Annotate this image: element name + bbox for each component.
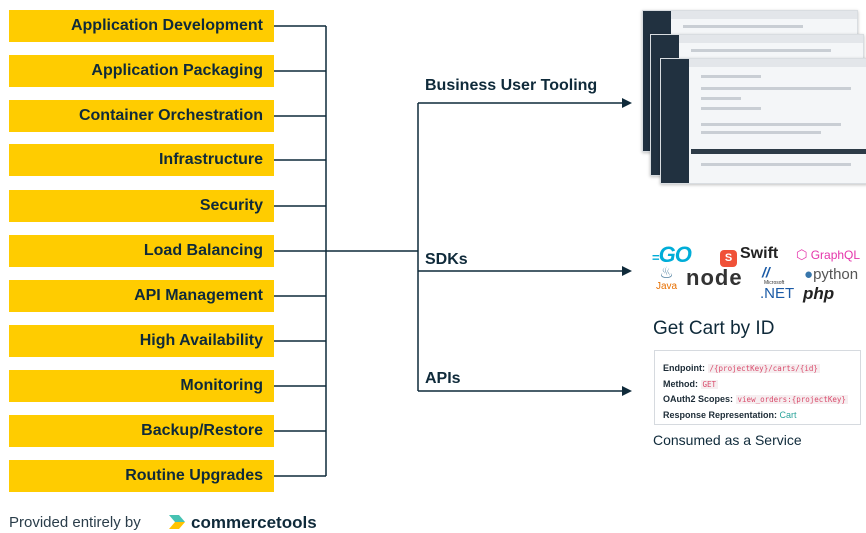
api-example-title: Get Cart by ID [653,318,775,339]
graphql-icon: ⬡ [796,247,808,262]
commercetools-logo-icon [169,515,185,529]
stack-item-routine-upgrades: Routine Upgrades [9,460,274,492]
go-logo: =GO [652,242,692,267]
branch-label-sdks: SDKs [425,251,468,268]
provided-by-text: Provided entirely by [9,514,141,531]
python-logo: ●python [804,266,859,283]
stack-item-infrastructure: Infrastructure [9,144,274,176]
stack-item-load-balancing: Load Balancing [9,235,274,267]
stack-item-api-management: API Management [9,280,274,312]
stack-item-application-development: Application Development [9,10,274,42]
api-endpoint-row: Endpoint: /{projectKey}/carts/{id} [663,363,820,373]
api-caption: Consumed as a Service [653,432,802,448]
api-example-card: Endpoint: /{projectKey}/carts/{id} Metho… [654,350,861,425]
stack-item-monitoring: Monitoring [9,370,274,402]
api-method-row: Method: GET [663,378,719,389]
branch-label-tooling: Business User Tooling [425,77,598,94]
stack-item-container-orchestration: Container Orchestration [9,100,274,132]
swift-icon: S [720,250,737,267]
stack-item-application-packaging: Application Packaging [9,55,274,87]
java-logo: ♨ Java [656,265,678,292]
api-scopes-row: OAuth2 Scopes: view_orders:{projectKey} [663,394,848,404]
php-logo: php [803,284,835,303]
apis-arrowhead [622,386,632,396]
java-cup-icon: ♨ [659,265,674,282]
python-icon: ● [804,266,814,283]
branch-label-apis: APIs [425,370,461,387]
api-response-row: Response Representation: Cart [663,409,797,420]
graphql-logo: ⬡ GraphQL [796,247,861,262]
dotnet-icon: // [762,264,770,280]
node-logo: node [686,265,743,290]
stack-item-high-availability: High Availability [9,325,274,357]
commercetools-brand: commercetools [191,513,317,532]
stack-item-security: Security [9,190,274,222]
tooling-screenshot-front [660,58,866,184]
sdks-arrowhead [622,266,632,276]
tooling-arrowhead [622,98,632,108]
stack-item-backup-restore: Backup/Restore [9,415,274,447]
